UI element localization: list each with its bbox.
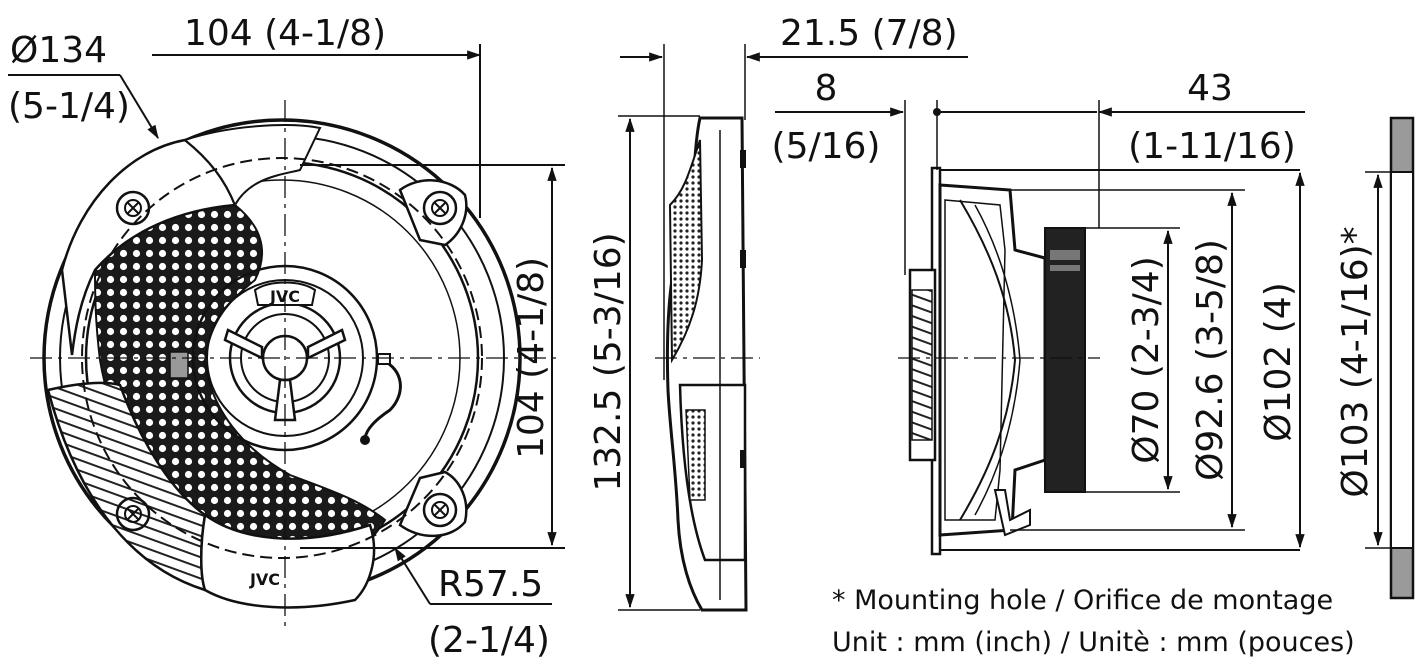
front-bottom-band: [200, 512, 376, 609]
front-radius-mm: R57.5: [438, 564, 543, 605]
section-view: 8 (5/16) 43 (1-11/16) Ø70 (2-3/4) Ø92.6 …: [772, 68, 1305, 556]
mounting-screw-top-right: [398, 179, 468, 247]
section-depth-mm: 43: [1187, 68, 1233, 109]
front-diameter-in: (5-1/4): [8, 86, 130, 127]
mounting-hole-note: * Mounting hole / Orifice de montage: [832, 585, 1333, 616]
unit-note: Unit : mm (inch) / Unitè : mm (pouces): [832, 627, 1355, 658]
mounting-screw-bottom-right: [398, 470, 468, 538]
side-depth-dim: 21.5 (7/8): [780, 13, 958, 54]
mounting-hole-dim: Ø103 (4-1/16)*: [1335, 226, 1376, 497]
section-frame-dim: Ø92.6 (3-5/8): [1190, 239, 1231, 481]
section-flange-mm: 8: [815, 68, 838, 109]
mounting-screw-bottom-left: [115, 496, 151, 532]
section-magnet-dim: Ø70 (2-3/4): [1126, 256, 1167, 464]
front-view: JVC: [8, 13, 565, 661]
mounting-panel: Ø103 (4-1/16)*: [1335, 116, 1415, 600]
front-width-dim: 104 (4-1/8): [184, 13, 386, 54]
section-basket: [938, 183, 1047, 537]
front-height-dim: 104 (4-1/8): [511, 257, 552, 459]
tweeter-lead-wire: [363, 358, 402, 441]
section-depth-in: (1-11/16): [1128, 126, 1296, 167]
front-radius-in: (2-1/4): [428, 620, 550, 661]
section-outer-dim: Ø102 (4): [1258, 282, 1299, 442]
front-grille-brand: JVC: [249, 570, 280, 589]
section-magnet: [1044, 227, 1086, 493]
front-top-band: [182, 124, 322, 208]
side-view: 21.5 (7/8) 132.5 (5-3/16): [588, 13, 968, 612]
section-flange-in: (5/16): [772, 126, 881, 167]
front-mounting-circle: [81, 157, 483, 559]
front-diameter-mm: Ø134: [10, 30, 107, 71]
side-height-dim: 132.5 (5-3/16): [588, 232, 629, 491]
